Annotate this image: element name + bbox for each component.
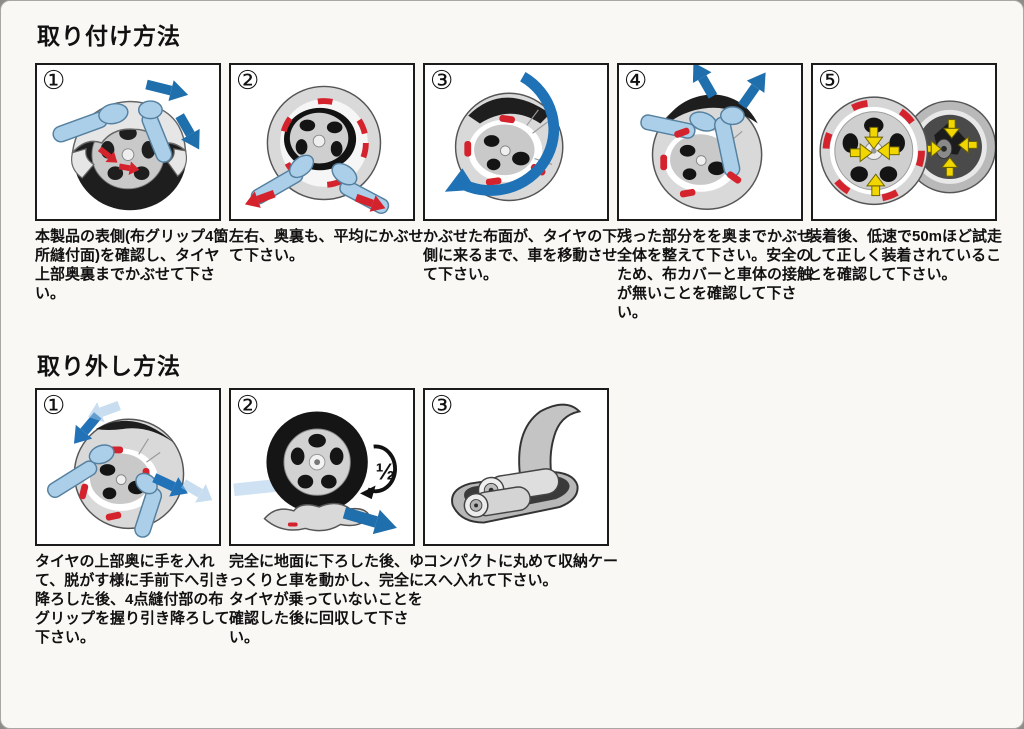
red-arrow-ring-icon bbox=[279, 98, 369, 188]
install-step-3-card: ③ bbox=[423, 63, 609, 221]
step-caption: 本製品の表側(布グリップ4箇所縫付面)を確認し、タイヤ上部奥裏までかぶせて下さい… bbox=[35, 228, 229, 302]
install-step-1-card: ① bbox=[35, 63, 221, 221]
red-grip-icon bbox=[660, 127, 742, 198]
step-number-badge: ④ bbox=[624, 65, 648, 95]
section-title-install: 取り付け方法 bbox=[37, 23, 181, 49]
blue-arrow-icon bbox=[342, 507, 397, 535]
half-turn-label: ½ bbox=[376, 459, 396, 485]
remove-step-3-illustration bbox=[451, 403, 582, 524]
remove-step-2-card: ½ ② bbox=[229, 388, 415, 546]
step-number-badge: ⑤ bbox=[818, 65, 842, 95]
left-hand-icon bbox=[46, 444, 115, 499]
right-hand-icon bbox=[134, 472, 163, 538]
red-mark-ring-icon bbox=[822, 99, 925, 202]
install-step-2-card: ② bbox=[229, 63, 415, 221]
red-grip-icon bbox=[287, 522, 298, 527]
step-number-badge: ② bbox=[236, 390, 260, 420]
remove-step-1-card: ① bbox=[35, 388, 221, 546]
section-title-remove: 取り外し方法 bbox=[37, 353, 181, 379]
remove-step-2-illustration: ½ bbox=[233, 411, 397, 535]
install-step-4-illustration bbox=[640, 65, 766, 210]
install-step-1-illustration bbox=[52, 79, 200, 211]
yellow-arrow-icon bbox=[849, 126, 900, 197]
cloth-crease-lines bbox=[138, 438, 161, 463]
install-step-5-card: ⑤ bbox=[811, 63, 997, 221]
step-number-badge: ① bbox=[42, 65, 66, 95]
step-caption: 残った部分をを奥までかぶせ全体を整えて下さい。安全のため、布カバーと車体の接触が… bbox=[617, 228, 813, 321]
install-step-4-card: ④ bbox=[617, 63, 803, 221]
blue-arrow-icon bbox=[145, 79, 200, 150]
blue-arrow-icon bbox=[692, 65, 766, 109]
blue-arrow-ghost-icon bbox=[88, 401, 213, 503]
front-covered-wheel bbox=[819, 96, 929, 206]
remove-step-3-card: ③ bbox=[423, 388, 609, 546]
case-flap bbox=[518, 403, 582, 483]
step-caption: かぶせた布面が、タイヤの下側に来るまで、車を移動させて下さい。 bbox=[423, 228, 618, 283]
blue-rotation-arrow-icon bbox=[455, 72, 560, 196]
step-number-badge: ② bbox=[236, 65, 260, 95]
step-number-badge: ③ bbox=[430, 390, 454, 420]
step-caption: 左右、奥裏も、平均にかぶせて下さい。 bbox=[229, 228, 424, 264]
step-caption: 完全に地面に下ろした後、ゆっくりと車を動かし、完全にタイヤが乗っていないことを確… bbox=[229, 553, 425, 646]
red-arrow-icon bbox=[97, 146, 140, 175]
right-hand-icon bbox=[137, 100, 173, 163]
rolled-cover-front bbox=[463, 486, 531, 518]
step-caption: タイヤの上部奥に手を入れて、脱がす様に手前下へ引き降ろした後、4点縫付部の布グリ… bbox=[35, 553, 230, 646]
red-arrow-icon bbox=[244, 189, 386, 212]
step-number-badge: ③ bbox=[430, 65, 454, 95]
half-turn-arc-icon bbox=[366, 444, 397, 494]
left-hand-icon bbox=[52, 102, 129, 143]
remove-step-1-illustration bbox=[46, 401, 213, 538]
step-number-badge: ① bbox=[42, 390, 66, 420]
step-caption: コンパクトに丸めて収納ケースへ入れて下さい。 bbox=[423, 553, 619, 589]
install-step-3-illustration bbox=[444, 72, 564, 202]
rear-covered-wheel bbox=[903, 100, 995, 194]
step-caption: 装着後、低速で50mほど試走して正しく装着されていることを確認して下さい。 bbox=[807, 228, 1003, 283]
install-step-2-illustration bbox=[244, 85, 390, 215]
install-step-5-illustration bbox=[819, 96, 995, 206]
